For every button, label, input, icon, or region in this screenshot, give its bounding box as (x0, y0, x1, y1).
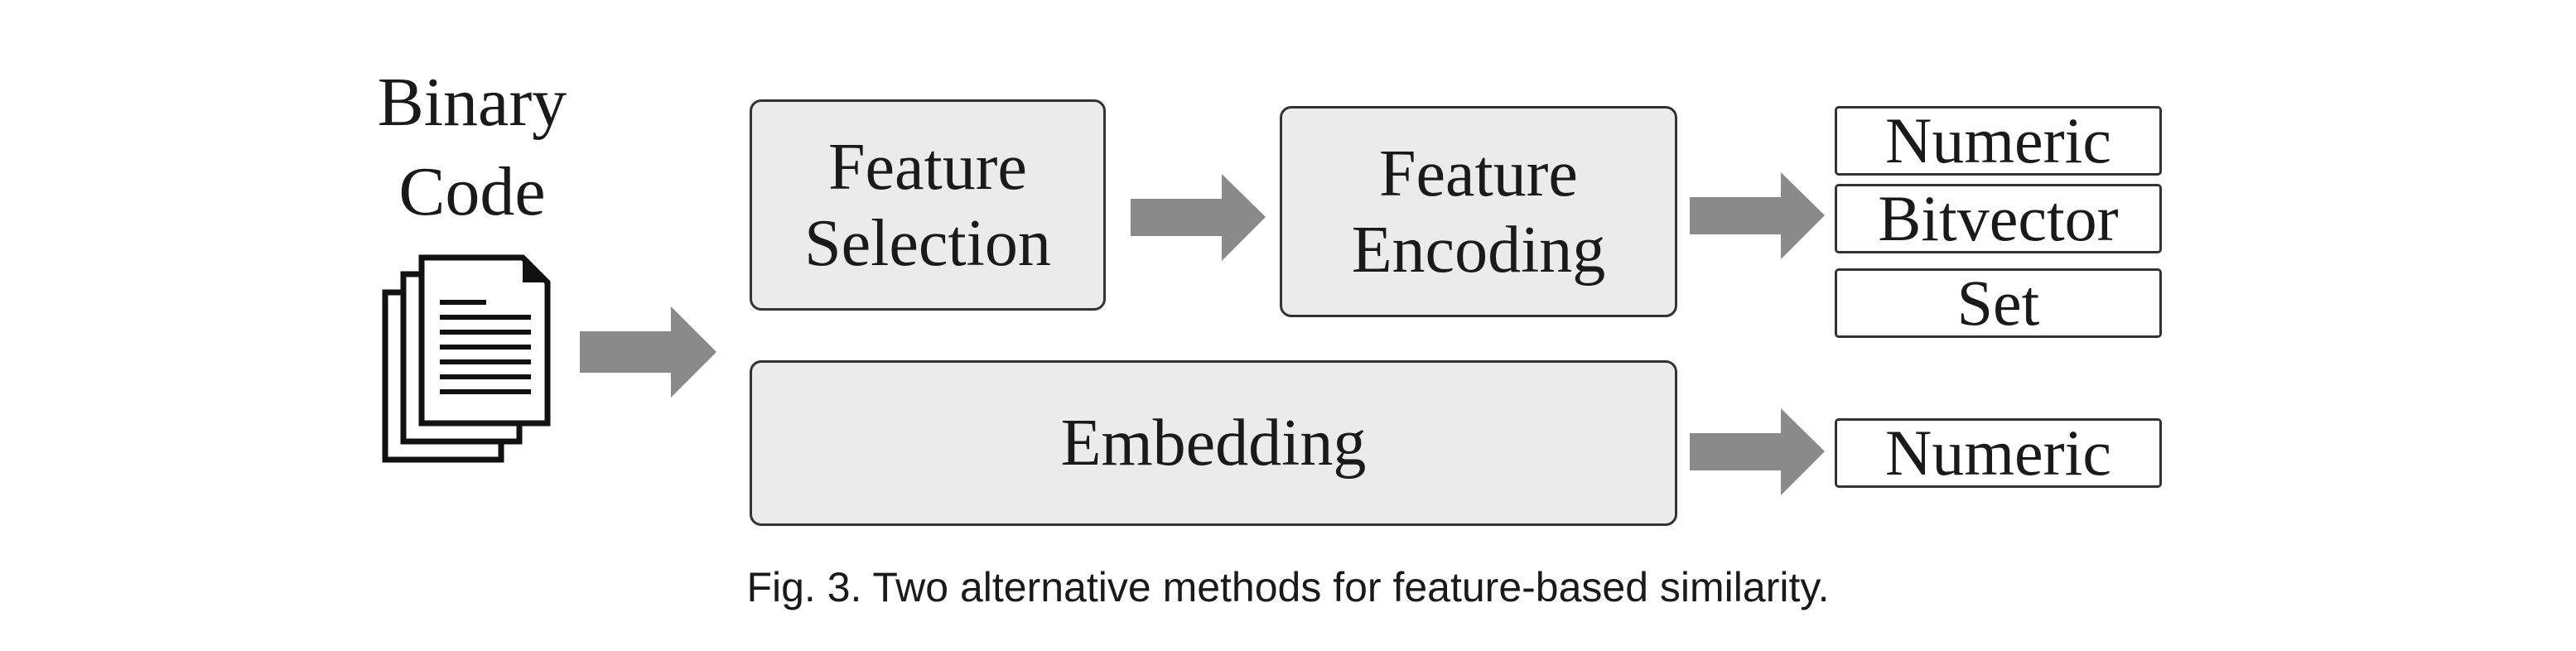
feature-encoding-box: Feature Encoding (1280, 106, 1677, 317)
arrow-encoding-to-outputs (1690, 172, 1825, 259)
binary-code-label-line1: Binary (377, 64, 567, 141)
output-embedding-numeric: Numeric (1835, 418, 2162, 488)
output-bitvector: Bitvector (1835, 184, 2162, 253)
arrow-input-to-pipeline (580, 306, 716, 398)
document-stack-icon (377, 253, 563, 476)
embedding-label: Embedding (1060, 407, 1367, 480)
figure-caption: Fig. 3. Two alternative methods for feat… (746, 564, 1830, 610)
binary-code-label-line2: Code (398, 153, 546, 230)
output-set: Set (1835, 268, 2162, 338)
arrow-embedding-to-output (1690, 408, 1825, 495)
feature-selection-line1: Feature (828, 130, 1027, 204)
output-numeric: Numeric (1835, 106, 2162, 176)
feature-encoding-line2: Encoding (1351, 213, 1606, 287)
feature-selection-box: Feature Selection (750, 99, 1106, 311)
embedding-box: Embedding (750, 360, 1677, 526)
binary-code-label: Binary Code (331, 58, 613, 237)
arrow-selection-to-encoding (1131, 174, 1266, 261)
feature-encoding-line1: Feature (1379, 137, 1578, 210)
feature-selection-line2: Selection (804, 206, 1051, 280)
